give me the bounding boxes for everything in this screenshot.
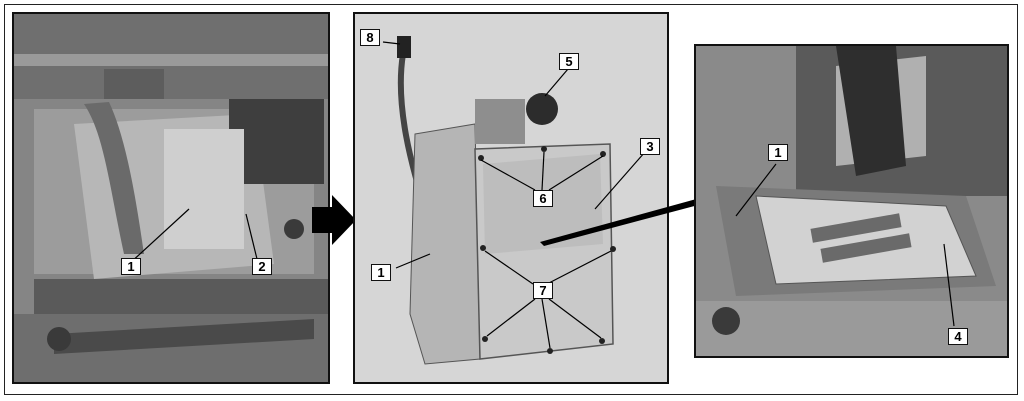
callout-label: 8: [360, 29, 380, 46]
right-arrow-icon: [312, 195, 356, 245]
pointer-line: [540, 198, 702, 246]
callout-label: 4: [948, 328, 968, 345]
callout-label: 1: [121, 258, 141, 275]
photo-transmission-detail: 8 5 3 6 1 7: [353, 12, 669, 384]
callout-label: 7: [533, 282, 553, 299]
callout-label: 5: [559, 53, 579, 70]
filter-illustration: [696, 46, 1007, 356]
callout-label: 6: [533, 190, 553, 207]
callout-label: 1: [768, 144, 788, 161]
callout-label: 1: [371, 264, 391, 281]
callout-label: 3: [640, 138, 660, 155]
photo-vehicle-underside: 1 2: [12, 12, 330, 384]
callout-label: 2: [252, 258, 272, 275]
photo-filter-detail: 1 4: [694, 44, 1009, 358]
figure-frame: [4, 4, 1018, 395]
transmission-illustration: [355, 14, 667, 382]
underside-illustration: [14, 14, 328, 382]
